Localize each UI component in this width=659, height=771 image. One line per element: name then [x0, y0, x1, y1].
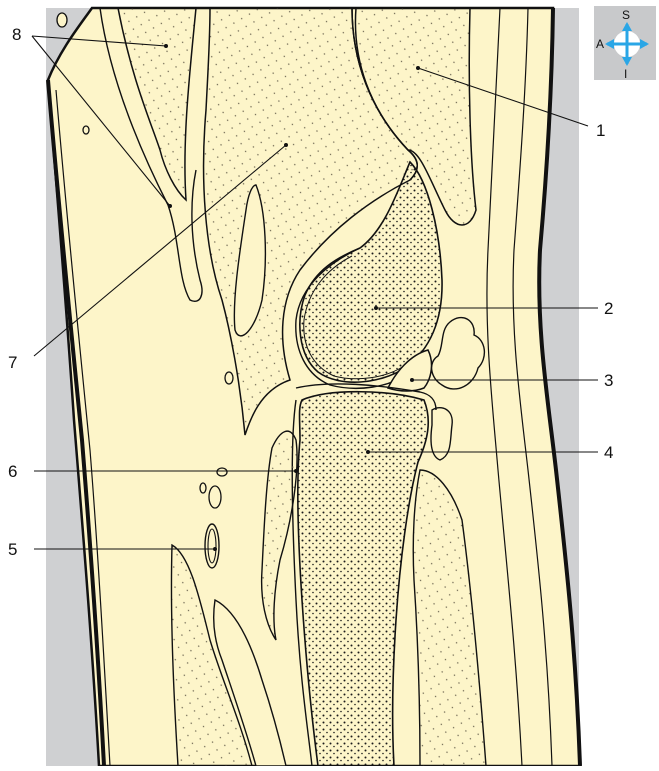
vessel-ellipse — [209, 486, 221, 508]
vessel-ellipse — [83, 126, 89, 134]
label-5: 5 — [8, 540, 17, 559]
vessel-ellipse — [225, 372, 233, 384]
popliteal-vessel-inner — [208, 529, 216, 563]
vessel-ellipse — [217, 468, 227, 476]
label-2: 2 — [604, 299, 613, 318]
label-7: 7 — [8, 353, 17, 372]
label-6: 6 — [8, 462, 17, 481]
vessel-ellipse — [200, 483, 206, 493]
compass-superior-label: S — [622, 8, 630, 22]
label-1: 1 — [596, 121, 605, 140]
label-3: 3 — [604, 371, 613, 390]
compass-anterior-label: A — [596, 37, 604, 51]
label-8: 8 — [12, 25, 21, 44]
orientation-compass: S I A — [594, 6, 656, 81]
label-4: 4 — [604, 443, 613, 462]
vessel-ellipse — [57, 13, 67, 27]
compass-inferior-label: I — [624, 67, 627, 81]
